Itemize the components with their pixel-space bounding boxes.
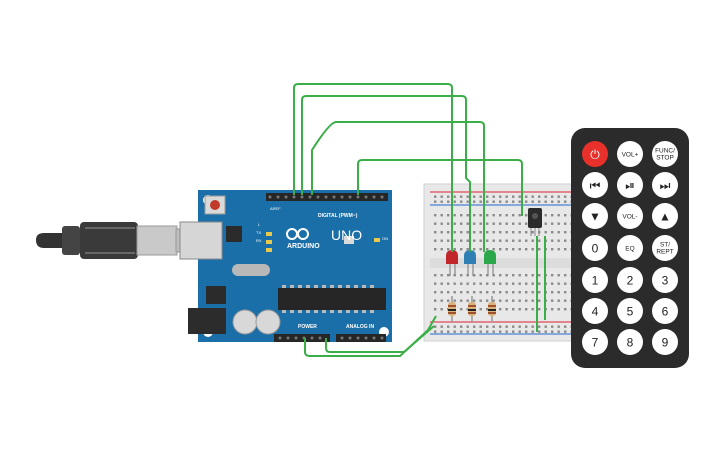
remote-button-5[interactable]: 5	[617, 298, 643, 324]
analog-header-label: ANALOG IN	[346, 324, 374, 330]
remote-button-7[interactable]: 7	[582, 329, 608, 355]
resistor[interactable]	[468, 296, 476, 322]
led-green[interactable]	[484, 250, 496, 276]
remote-button-vol[interactable]: VOL+	[617, 141, 643, 167]
power-header-label: POWER	[298, 324, 317, 330]
tx-label: TX	[256, 230, 261, 235]
on-label: ON	[382, 236, 388, 241]
remote-button-0[interactable]: 0	[582, 235, 608, 261]
remote-button-st-rept[interactable]: ST/REPT	[652, 235, 678, 261]
arduino-uno-board[interactable]: DIGITAL (PWM~) AREF POWER ANALOG IN TX R…	[179, 190, 392, 342]
remote-button-label: 7	[592, 335, 599, 349]
remote-button-btn-8[interactable]: ▲	[652, 203, 678, 229]
ir-remote[interactable]: ⏻ VOL+ FUNC/STOP ⏮ ⏯ ⏭ ▼ VOL- ▲ 0 EQ ST/REPT 1 2 3 4 5 6 7…	[571, 128, 689, 368]
remote-button-func-stop[interactable]: FUNC/STOP	[652, 141, 678, 167]
ir-receiver[interactable]	[528, 208, 542, 236]
remote-button-label: ⏯	[625, 178, 635, 192]
usb-cable[interactable]	[36, 222, 201, 259]
remote-button-label: ▼	[589, 209, 601, 223]
remote-button-label: VOL-	[622, 213, 637, 220]
arduino-logo-icon	[286, 228, 309, 240]
remote-button-label: 5	[627, 304, 634, 318]
remote-button-8[interactable]: 8	[617, 329, 643, 355]
remote-button-btn-4[interactable]: ⏯	[617, 172, 643, 198]
l-label: L	[258, 222, 261, 227]
led-blue[interactable]	[464, 250, 476, 276]
remote-button-2[interactable]: 2	[617, 267, 643, 293]
remote-button-1[interactable]: 1	[582, 267, 608, 293]
remote-button-label: 4	[592, 304, 599, 318]
remote-button-label: 1	[592, 273, 599, 287]
remote-button-4[interactable]: 4	[582, 298, 608, 324]
resistor[interactable]	[488, 296, 496, 322]
rx-label: RX	[256, 238, 262, 243]
model-label: UNO	[331, 227, 362, 243]
remote-button-label: ⏮	[590, 178, 601, 192]
resistor[interactable]	[448, 296, 456, 322]
aref-label: AREF	[270, 206, 281, 211]
remote-button-label: ▲	[659, 209, 671, 223]
remote-button-label: REPT	[656, 249, 673, 256]
remote-button-label: 3	[662, 273, 669, 287]
digital-header-label: DIGITAL (PWM~)	[318, 213, 358, 219]
remote-button-6[interactable]: 6	[652, 298, 678, 324]
led-red[interactable]	[446, 250, 458, 276]
remote-button-label: 9	[662, 335, 669, 349]
remote-button-vol[interactable]: VOL-	[617, 203, 643, 229]
remote-button-9[interactable]: 9	[652, 329, 678, 355]
remote-button-label: ⏭	[660, 178, 671, 192]
remote-button-label: STOP	[656, 155, 674, 162]
remote-button-btn-5[interactable]: ⏭	[652, 172, 678, 198]
wires[interactable]	[293, 83, 546, 357]
remote-button-label: EQ	[625, 245, 634, 252]
remote-button-btn-3[interactable]: ⏮	[582, 172, 608, 198]
remote-button-eq[interactable]: EQ	[617, 235, 643, 261]
remote-button-3[interactable]: 3	[652, 267, 678, 293]
remote-button-label: VOL+	[622, 151, 639, 158]
remote-button-label: 6	[662, 304, 669, 318]
arduino-logo-text: ARDUINO	[287, 243, 320, 250]
remote-button-label: 8	[627, 335, 634, 349]
remote-button-label: 0	[592, 241, 599, 255]
remote-button-label: ST/	[660, 242, 670, 249]
remote-button-label: 2	[627, 273, 634, 287]
remote-button-btn-0[interactable]: ⏻	[582, 141, 608, 167]
remote-button-label: FUNC/	[655, 148, 675, 155]
remote-button-btn-6[interactable]: ▼	[582, 203, 608, 229]
remote-button-label: ⏻	[590, 147, 600, 161]
